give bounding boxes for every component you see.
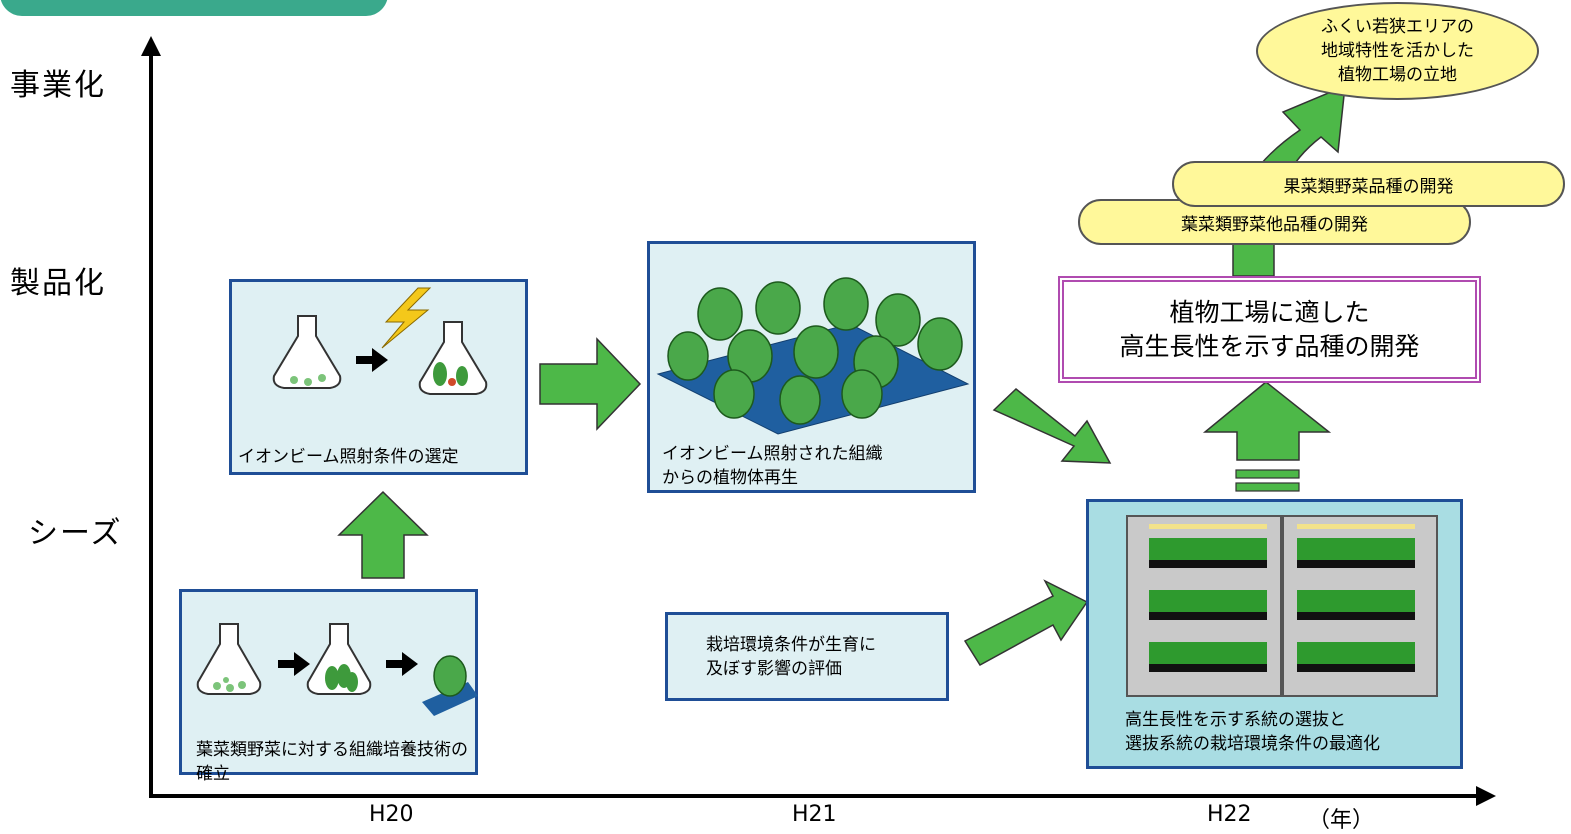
box-selection-caption-1: 高生長性を示す系統の選抜と (1125, 710, 1346, 730)
lettuce-field-illustration (656, 277, 970, 435)
y-label-commercialization: 事業化 (10, 68, 106, 103)
box-tissue-culture-caption: 葉菜類野菜に対する組織培養技術の確立 (196, 740, 468, 784)
goal-location-line-3: 植物工場の立地 (1338, 65, 1457, 85)
equals-bar-bottom (1235, 482, 1300, 492)
x-label-h21: H21 (792, 802, 837, 827)
ion-beam-illustration (272, 287, 488, 395)
arrow-up-to-ion-beam (337, 490, 429, 579)
goal-leafy-vegetable-varieties: 葉菜類野菜他品種の開発 (1078, 199, 1471, 245)
y-label-seeds: シーズ (28, 516, 123, 551)
header-tab (0, 0, 388, 16)
flask-illustrations (196, 623, 478, 716)
arrow-up-to-variety (1202, 381, 1332, 461)
lettuce-icon (433, 655, 467, 697)
goal-variety-development: 植物工場に適した 高生長性を示す品種の開発 (1058, 276, 1481, 383)
box-regeneration-caption-2: からの植物体再生 (662, 468, 798, 488)
flask-icon-3 (272, 315, 342, 389)
y-label-productization: 製品化 (10, 266, 106, 301)
ground-patch (422, 682, 478, 716)
step-arrow-3 (356, 348, 388, 372)
x-label-h20: H20 (369, 802, 414, 827)
y-axis-arrowhead (141, 36, 161, 56)
goal-location-line-2: 地域特性を活かした (1321, 41, 1474, 61)
flask-icon-1 (196, 623, 262, 695)
goal-fruit-vegetable-varieties: 果菜類野菜品種の開発 (1172, 161, 1565, 207)
box-regeneration-caption-1: イオンビーム照射された組織 (662, 444, 883, 464)
goal-variety-line-2: 高生長性を示す品種の開発 (1119, 331, 1420, 361)
arrow-diag-from-environment (963, 579, 1089, 666)
x-label-h22: H22 (1207, 802, 1252, 827)
goal-variety-line-1: 植物工場に適した (1169, 297, 1370, 327)
arrow-diag-to-selection (992, 388, 1112, 464)
equals-bar-top (1235, 469, 1300, 479)
goal-plant-factory-location: ふくい若狭エリアの 地域特性を活かした 植物工場の立地 (1256, 2, 1539, 100)
shelf-illustration (1126, 515, 1438, 697)
box-selection-optimization: 高生長性を示す系統の選抜と 選抜系統の栽培環境条件の最適化 (1086, 499, 1463, 769)
box-tissue-culture: 葉菜類野菜に対する組織培養技術の確立 (179, 589, 478, 784)
box-ion-beam-caption: イオンビーム照射条件の選定 (238, 447, 459, 467)
box-environment-evaluation: 栽培環境条件が生育に 及ぼす影響の評価 (665, 612, 949, 701)
goal-location-line-1: ふくい若狭エリアの (1321, 17, 1474, 37)
lightning-icon (381, 287, 432, 349)
box-environment-caption-2: 及ぼす影響の評価 (706, 659, 842, 679)
x-axis-arrowhead (1476, 786, 1496, 806)
box-ion-beam-selection: イオンビーム照射条件の選定 (229, 279, 528, 475)
step-arrow-2 (386, 652, 418, 676)
box-regeneration: イオンビーム照射された組織 からの植物体再生 (647, 241, 976, 493)
box-selection-caption-2: 選抜系統の栽培環境条件の最適化 (1125, 734, 1380, 754)
arrow-right-to-regeneration (539, 337, 642, 431)
box-environment-caption-1: 栽培環境条件が生育に (706, 635, 876, 655)
step-arrow-1 (278, 652, 310, 676)
